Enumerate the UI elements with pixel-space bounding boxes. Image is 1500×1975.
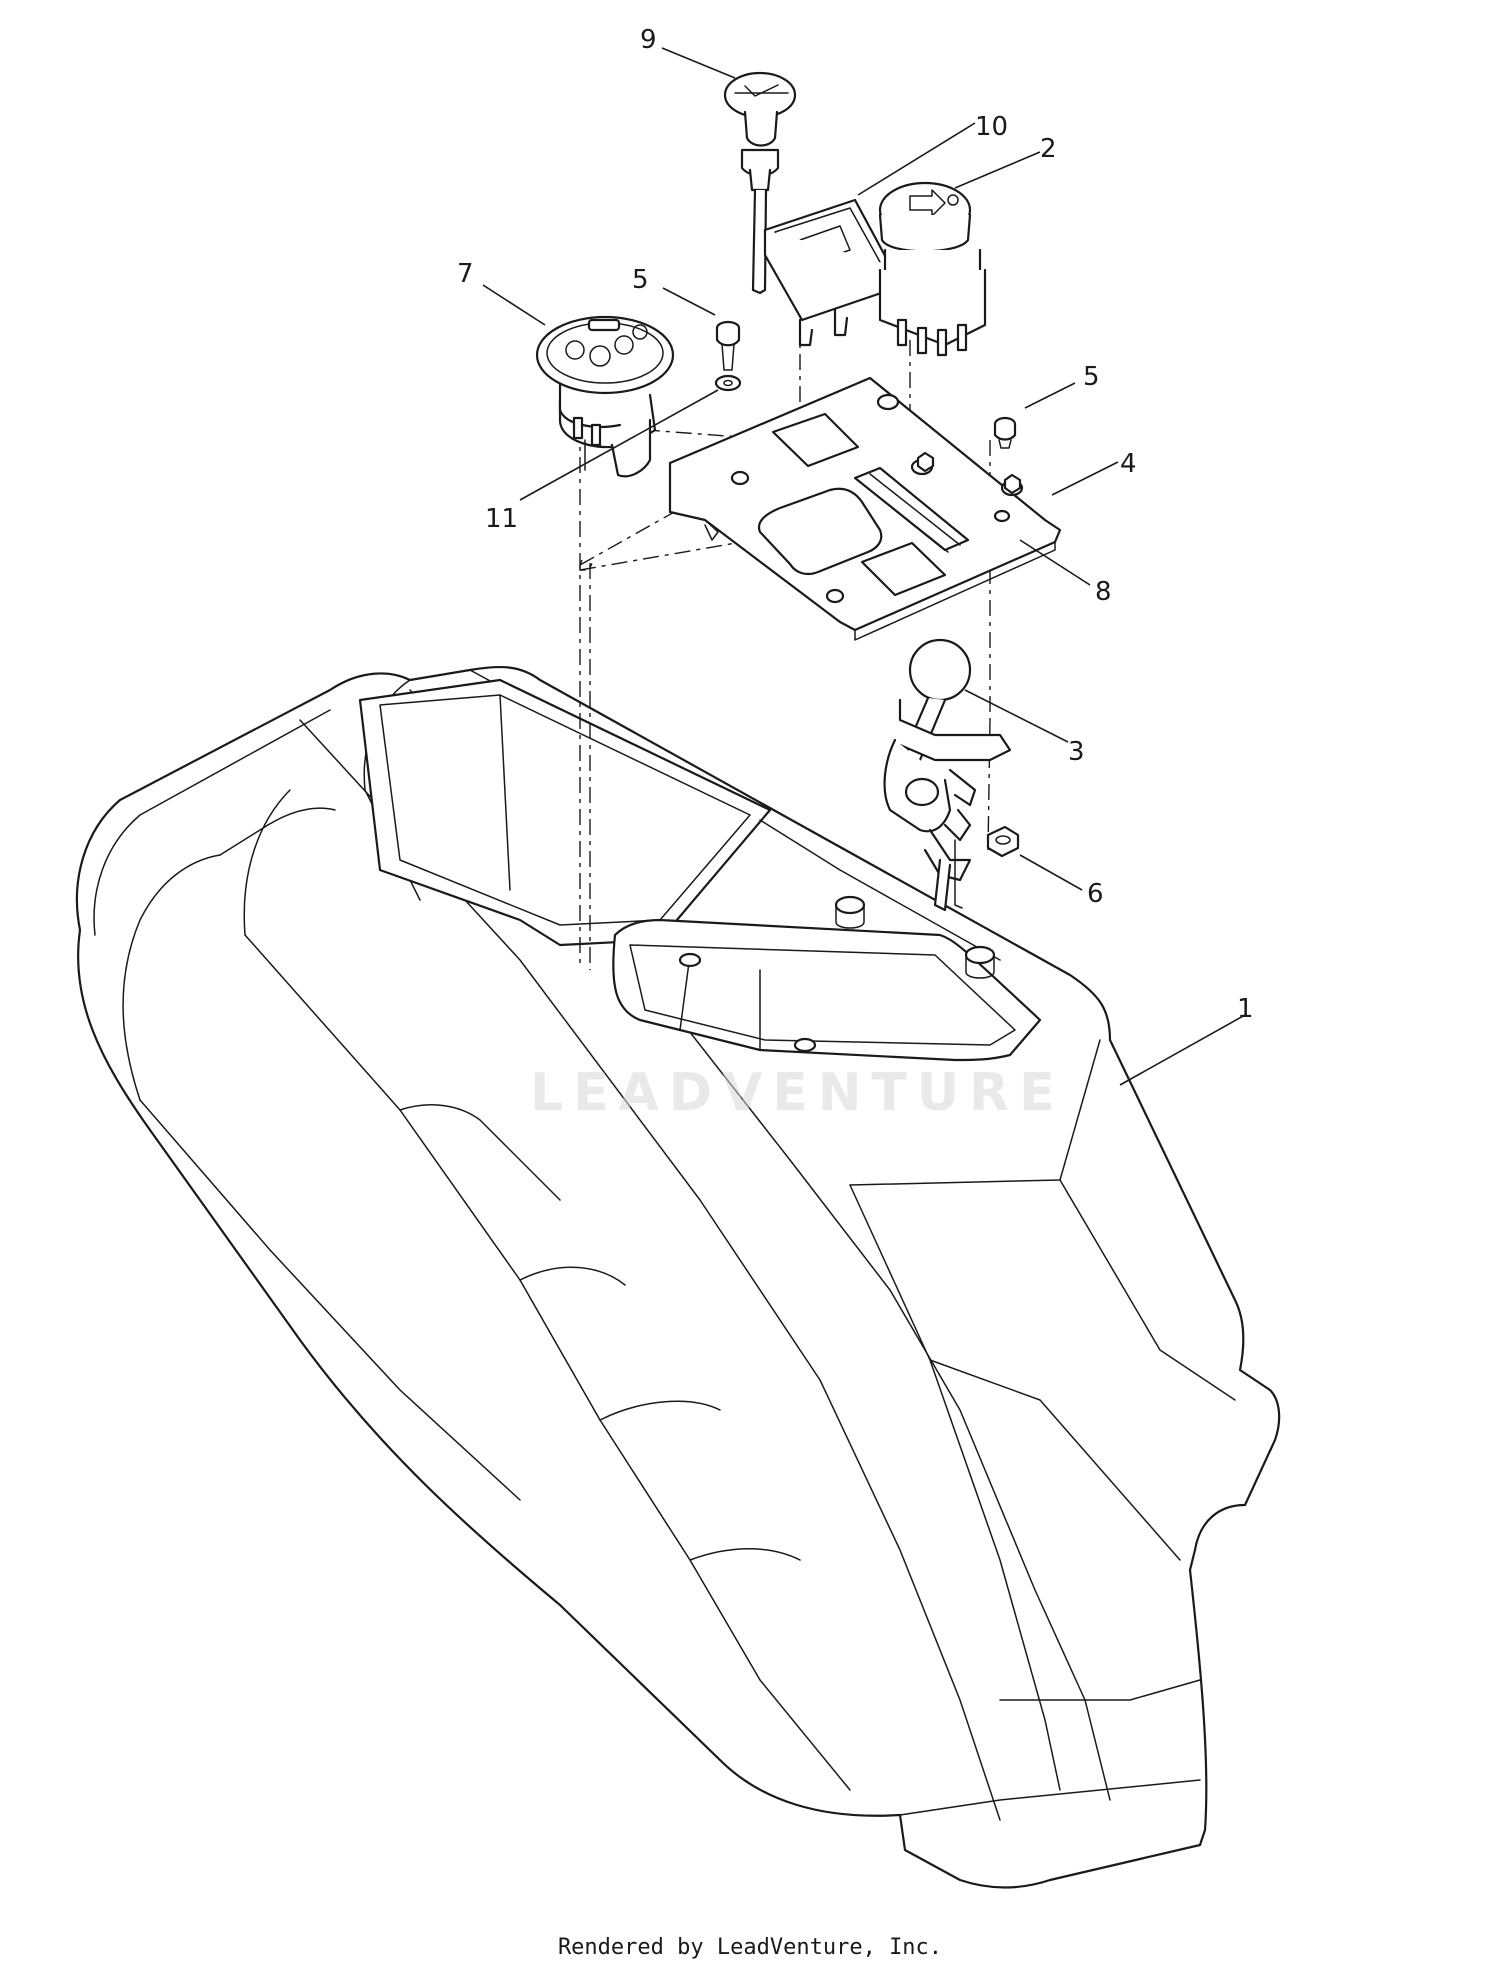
footer-credit: Rendered by LeadVenture, Inc. xyxy=(557,1935,943,1960)
part-5-bolt-left[interactable] xyxy=(715,320,741,371)
part-8-control-plate[interactable] xyxy=(668,376,1062,641)
callout-3: 3 xyxy=(1068,737,1085,767)
callout-5-left: 5 xyxy=(632,265,649,295)
callout-4: 4 xyxy=(1120,449,1137,479)
callout-6: 6 xyxy=(1087,879,1104,909)
watermark-text: LEADVENTURE xyxy=(530,1063,1065,1123)
callout-2: 2 xyxy=(1040,134,1057,164)
callout-9: 9 xyxy=(640,25,657,55)
part-2-pto-switch[interactable] xyxy=(878,181,987,357)
part-6-nut[interactable] xyxy=(986,825,1020,858)
leader-lines xyxy=(482,47,1246,1086)
callout-labels: 9 10 2 7 5 5 11 4 8 3 6 1 xyxy=(457,25,1254,1024)
part-11-washer[interactable] xyxy=(714,374,742,392)
part-3-shift-lever[interactable] xyxy=(883,638,1012,912)
callout-11: 11 xyxy=(485,504,518,534)
part-10-rocker-switch[interactable] xyxy=(763,198,892,347)
part-1-fender-console[interactable] xyxy=(75,665,1281,1889)
callout-1: 1 xyxy=(1237,994,1254,1024)
callout-8: 8 xyxy=(1095,577,1112,607)
mounting-bosses xyxy=(678,895,996,1053)
callout-5-right: 5 xyxy=(1083,362,1100,392)
part-9-knob-cable[interactable] xyxy=(723,71,797,295)
part-5-bolt-right[interactable] xyxy=(993,416,1017,449)
part-7-ignition-switch[interactable] xyxy=(535,315,675,478)
part-4-mounting-hardware[interactable] xyxy=(916,451,1022,495)
callout-10: 10 xyxy=(975,112,1008,142)
callout-7: 7 xyxy=(457,259,474,289)
